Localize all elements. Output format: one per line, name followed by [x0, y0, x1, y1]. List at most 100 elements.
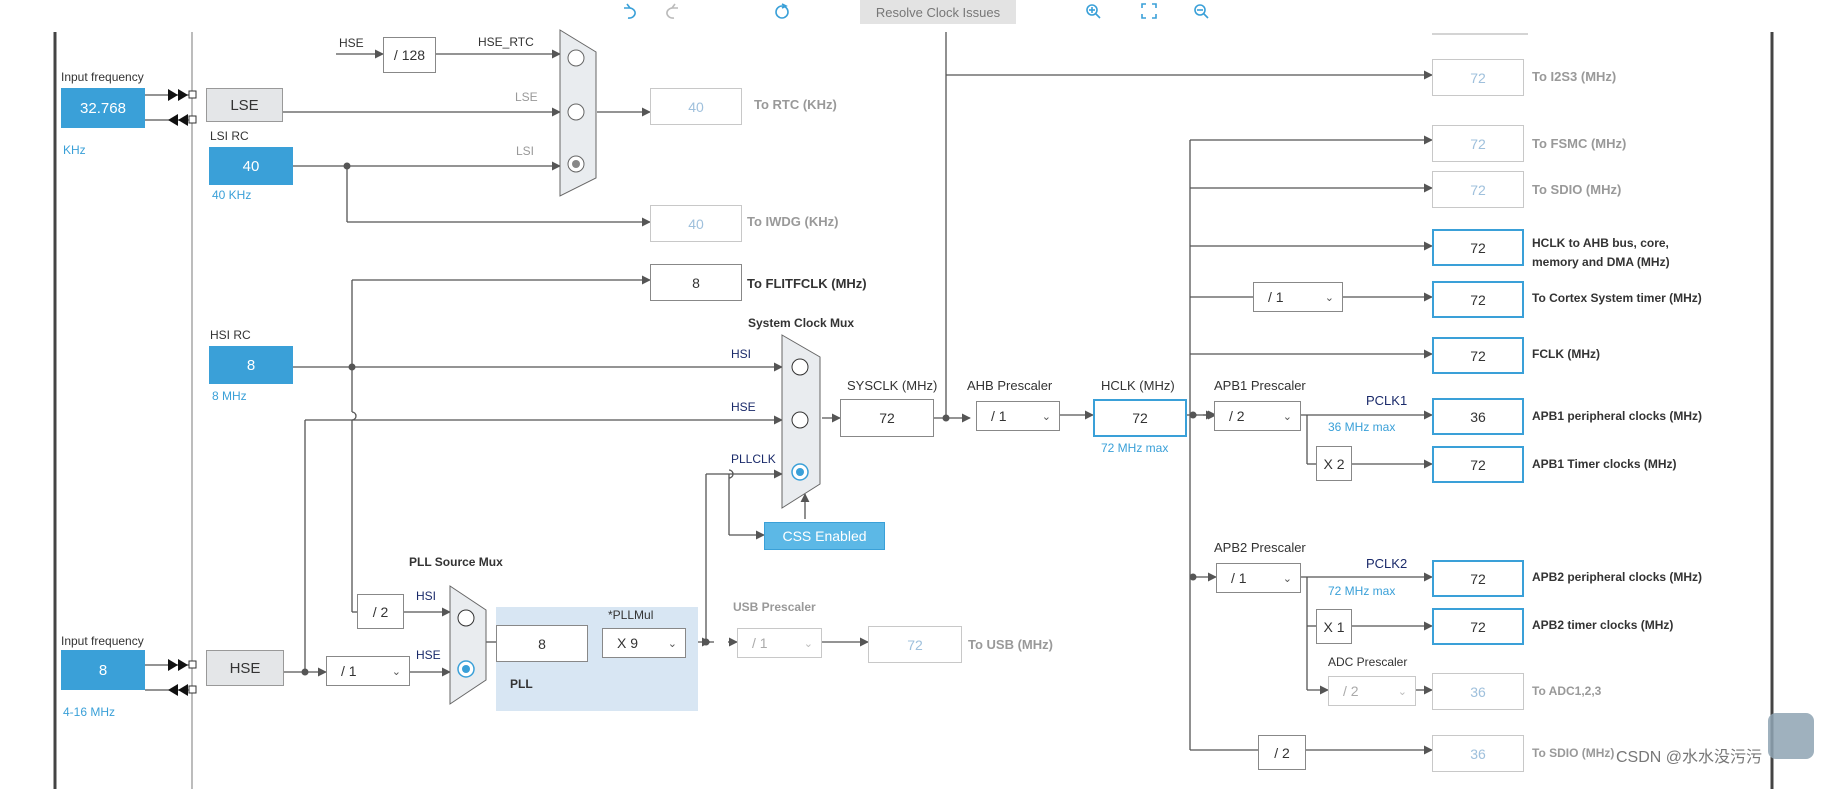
apb2-timer-output-label: APB2 timer clocks (MHz): [1532, 618, 1674, 632]
pll-source-mux-title: PLL Source Mux: [409, 555, 503, 569]
sdio2-output-label: To SDIO (MHz): [1532, 746, 1615, 760]
apb2-max-label: 72 MHz max: [1328, 584, 1396, 598]
apb1-max-label: 36 MHz max: [1328, 420, 1396, 434]
chevron-down-icon: ⌄: [803, 637, 813, 650]
hsi-div2-block: / 2: [357, 594, 404, 629]
rtc-output-label: To RTC (KHz): [754, 97, 837, 112]
hsi-caption: HSI RC: [210, 328, 251, 342]
adc-prescaler-caption: ADC Prescaler: [1328, 655, 1408, 669]
zoom-in-icon[interactable]: [1086, 4, 1101, 19]
refresh-icon[interactable]: [775, 3, 789, 19]
apb2-prescaler-value: / 1: [1231, 570, 1247, 586]
hse-prediv-dropdown[interactable]: / 1 ⌄: [326, 656, 410, 686]
apb1-peripheral-output-value: 36: [1432, 398, 1524, 435]
flitfclk-output-value: 8: [650, 264, 742, 301]
ahb-prescaler-caption: AHB Prescaler: [967, 378, 1053, 393]
lse-input-unit: KHz: [63, 143, 86, 157]
i2s3-output-value: 72: [1432, 59, 1524, 96]
pll-label: PLL: [510, 677, 533, 691]
hsi-unit: 8 MHz: [212, 389, 247, 403]
sysmux-hsi-label: HSI: [731, 347, 752, 361]
redo-icon[interactable]: [666, 3, 678, 19]
chevron-down-icon: ⌄: [667, 637, 677, 650]
chevron-down-icon: ⌄: [391, 665, 401, 678]
usb-output-value: 72: [868, 626, 962, 663]
apb2-prescaler-dropdown[interactable]: / 1⌄: [1216, 563, 1301, 593]
hclk-ahb-output-value: 72: [1432, 229, 1524, 266]
hse-prediv-value: / 1: [341, 663, 357, 679]
lsi-caption: LSI RC: [210, 129, 249, 143]
apb1-prescaler-value: / 2: [1229, 408, 1245, 424]
usb-output-label: To USB (MHz): [968, 637, 1053, 652]
pllmux-hse-label: HSE: [416, 648, 441, 662]
pll-input-value: 8: [496, 625, 588, 662]
sdio2-output-value: 36: [1432, 735, 1524, 772]
pll-source-mux[interactable]: [449, 585, 487, 705]
lsi-unit: 40 KHz: [212, 188, 252, 202]
sysmux-pllclk-label: PLLCLK: [731, 452, 776, 466]
fclk-output-value: 72: [1432, 337, 1524, 374]
fit-icon[interactable]: [1141, 3, 1157, 19]
apb1-prescaler-caption: APB1 Prescaler: [1214, 378, 1306, 393]
lse-source-block: LSE: [206, 88, 283, 122]
hclk-input[interactable]: 72: [1093, 399, 1187, 437]
hse-source-block: HSE: [206, 650, 284, 686]
adc-output-label: To ADC1,2,3: [1532, 684, 1602, 698]
sysclk-caption: SYSCLK (MHz): [847, 378, 938, 393]
pllmul-value: X 9: [617, 635, 639, 651]
cortex-timer-divider-dropdown[interactable]: / 1 ⌄: [1253, 282, 1343, 312]
lsi-rc-value: 40: [209, 147, 293, 185]
apb1-timer-output-label: APB1 Timer clocks (MHz): [1532, 457, 1677, 471]
watermark: CSDN @水水没污污: [1615, 749, 1762, 766]
adc-prescaler-dropdown[interactable]: / 2⌄: [1328, 676, 1416, 706]
apb1-peripheral-output-label: APB1 peripheral clocks (MHz): [1532, 409, 1703, 423]
usb-prescaler-caption: USB Prescaler: [733, 600, 816, 614]
chevron-down-icon: ⌄: [1282, 410, 1292, 423]
system-clock-mux-title: System Clock Mux: [748, 316, 855, 330]
pclk2-label: PCLK2: [1366, 556, 1408, 571]
system-clock-mux[interactable]: [781, 334, 821, 509]
fsmc-output-value: 72: [1432, 125, 1524, 162]
css-enabled-button[interactable]: CSS Enabled: [764, 522, 885, 550]
hse-input-unit: 4-16 MHz: [63, 705, 116, 719]
pllmul-caption: *PLLMul: [608, 608, 654, 622]
hclk-ahb-output-label-line1: HCLK to AHB bus, core,: [1532, 236, 1669, 250]
rtc-lse-label: LSE: [515, 90, 538, 104]
apb1-prescaler-dropdown[interactable]: / 2 ⌄: [1214, 401, 1301, 431]
ahb-prescaler-dropdown[interactable]: / 1⌄: [976, 401, 1060, 431]
adc-output-value: 36: [1432, 673, 1524, 710]
sdio1-output-label: To SDIO (MHz): [1532, 182, 1622, 197]
i2s3-output-label: To I2S3 (MHz): [1532, 69, 1617, 84]
lse-input-caption: Input frequency: [61, 70, 144, 84]
apb2-prescaler-caption: APB2 Prescaler: [1214, 540, 1306, 555]
rtc-mux: [559, 29, 597, 197]
cortex-timer-divider-value: / 1: [1268, 289, 1284, 305]
pllmux-hsi-label: HSI: [416, 589, 437, 603]
usb-prescaler-dropdown[interactable]: / 1 ⌄: [737, 628, 822, 658]
usb-prescaler-value: / 1: [752, 635, 768, 651]
cortex-timer-output-label: To Cortex System timer (MHz): [1532, 291, 1702, 305]
resolve-clock-issues-button[interactable]: Resolve Clock Issues: [860, 0, 1016, 24]
sysmux-hse-label: HSE: [731, 400, 756, 414]
undo-icon[interactable]: [624, 3, 636, 19]
lse-input-frequency[interactable]: 32.768: [61, 88, 145, 128]
rtc-hse-label: HSE: [339, 36, 364, 50]
hclk-caption: HCLK (MHz): [1101, 378, 1175, 393]
hse-input-caption: Input frequency: [61, 634, 144, 648]
chat-icon[interactable]: [1768, 713, 1814, 759]
iwdg-output-value: 40: [650, 205, 742, 242]
rtc-output-value: 40: [650, 88, 742, 125]
hse-input-frequency[interactable]: 8: [61, 650, 145, 690]
sdio1-output-value: 72: [1432, 171, 1524, 208]
apb2-peripheral-output-label: APB2 peripheral clocks (MHz): [1532, 570, 1703, 584]
sdio-divider-block: / 2: [1258, 735, 1306, 770]
pllmul-dropdown[interactable]: X 9 ⌄: [602, 628, 686, 658]
apb1-timer-output-value: 72: [1432, 446, 1524, 483]
iwdg-output-label: To IWDG (KHz): [747, 214, 839, 229]
adc-prescaler-value: / 2: [1343, 683, 1359, 699]
zoom-out-icon[interactable]: [1194, 4, 1209, 19]
chevron-down-icon: ⌄: [1324, 291, 1334, 304]
apb2-timer-output-value: 72: [1432, 608, 1524, 645]
